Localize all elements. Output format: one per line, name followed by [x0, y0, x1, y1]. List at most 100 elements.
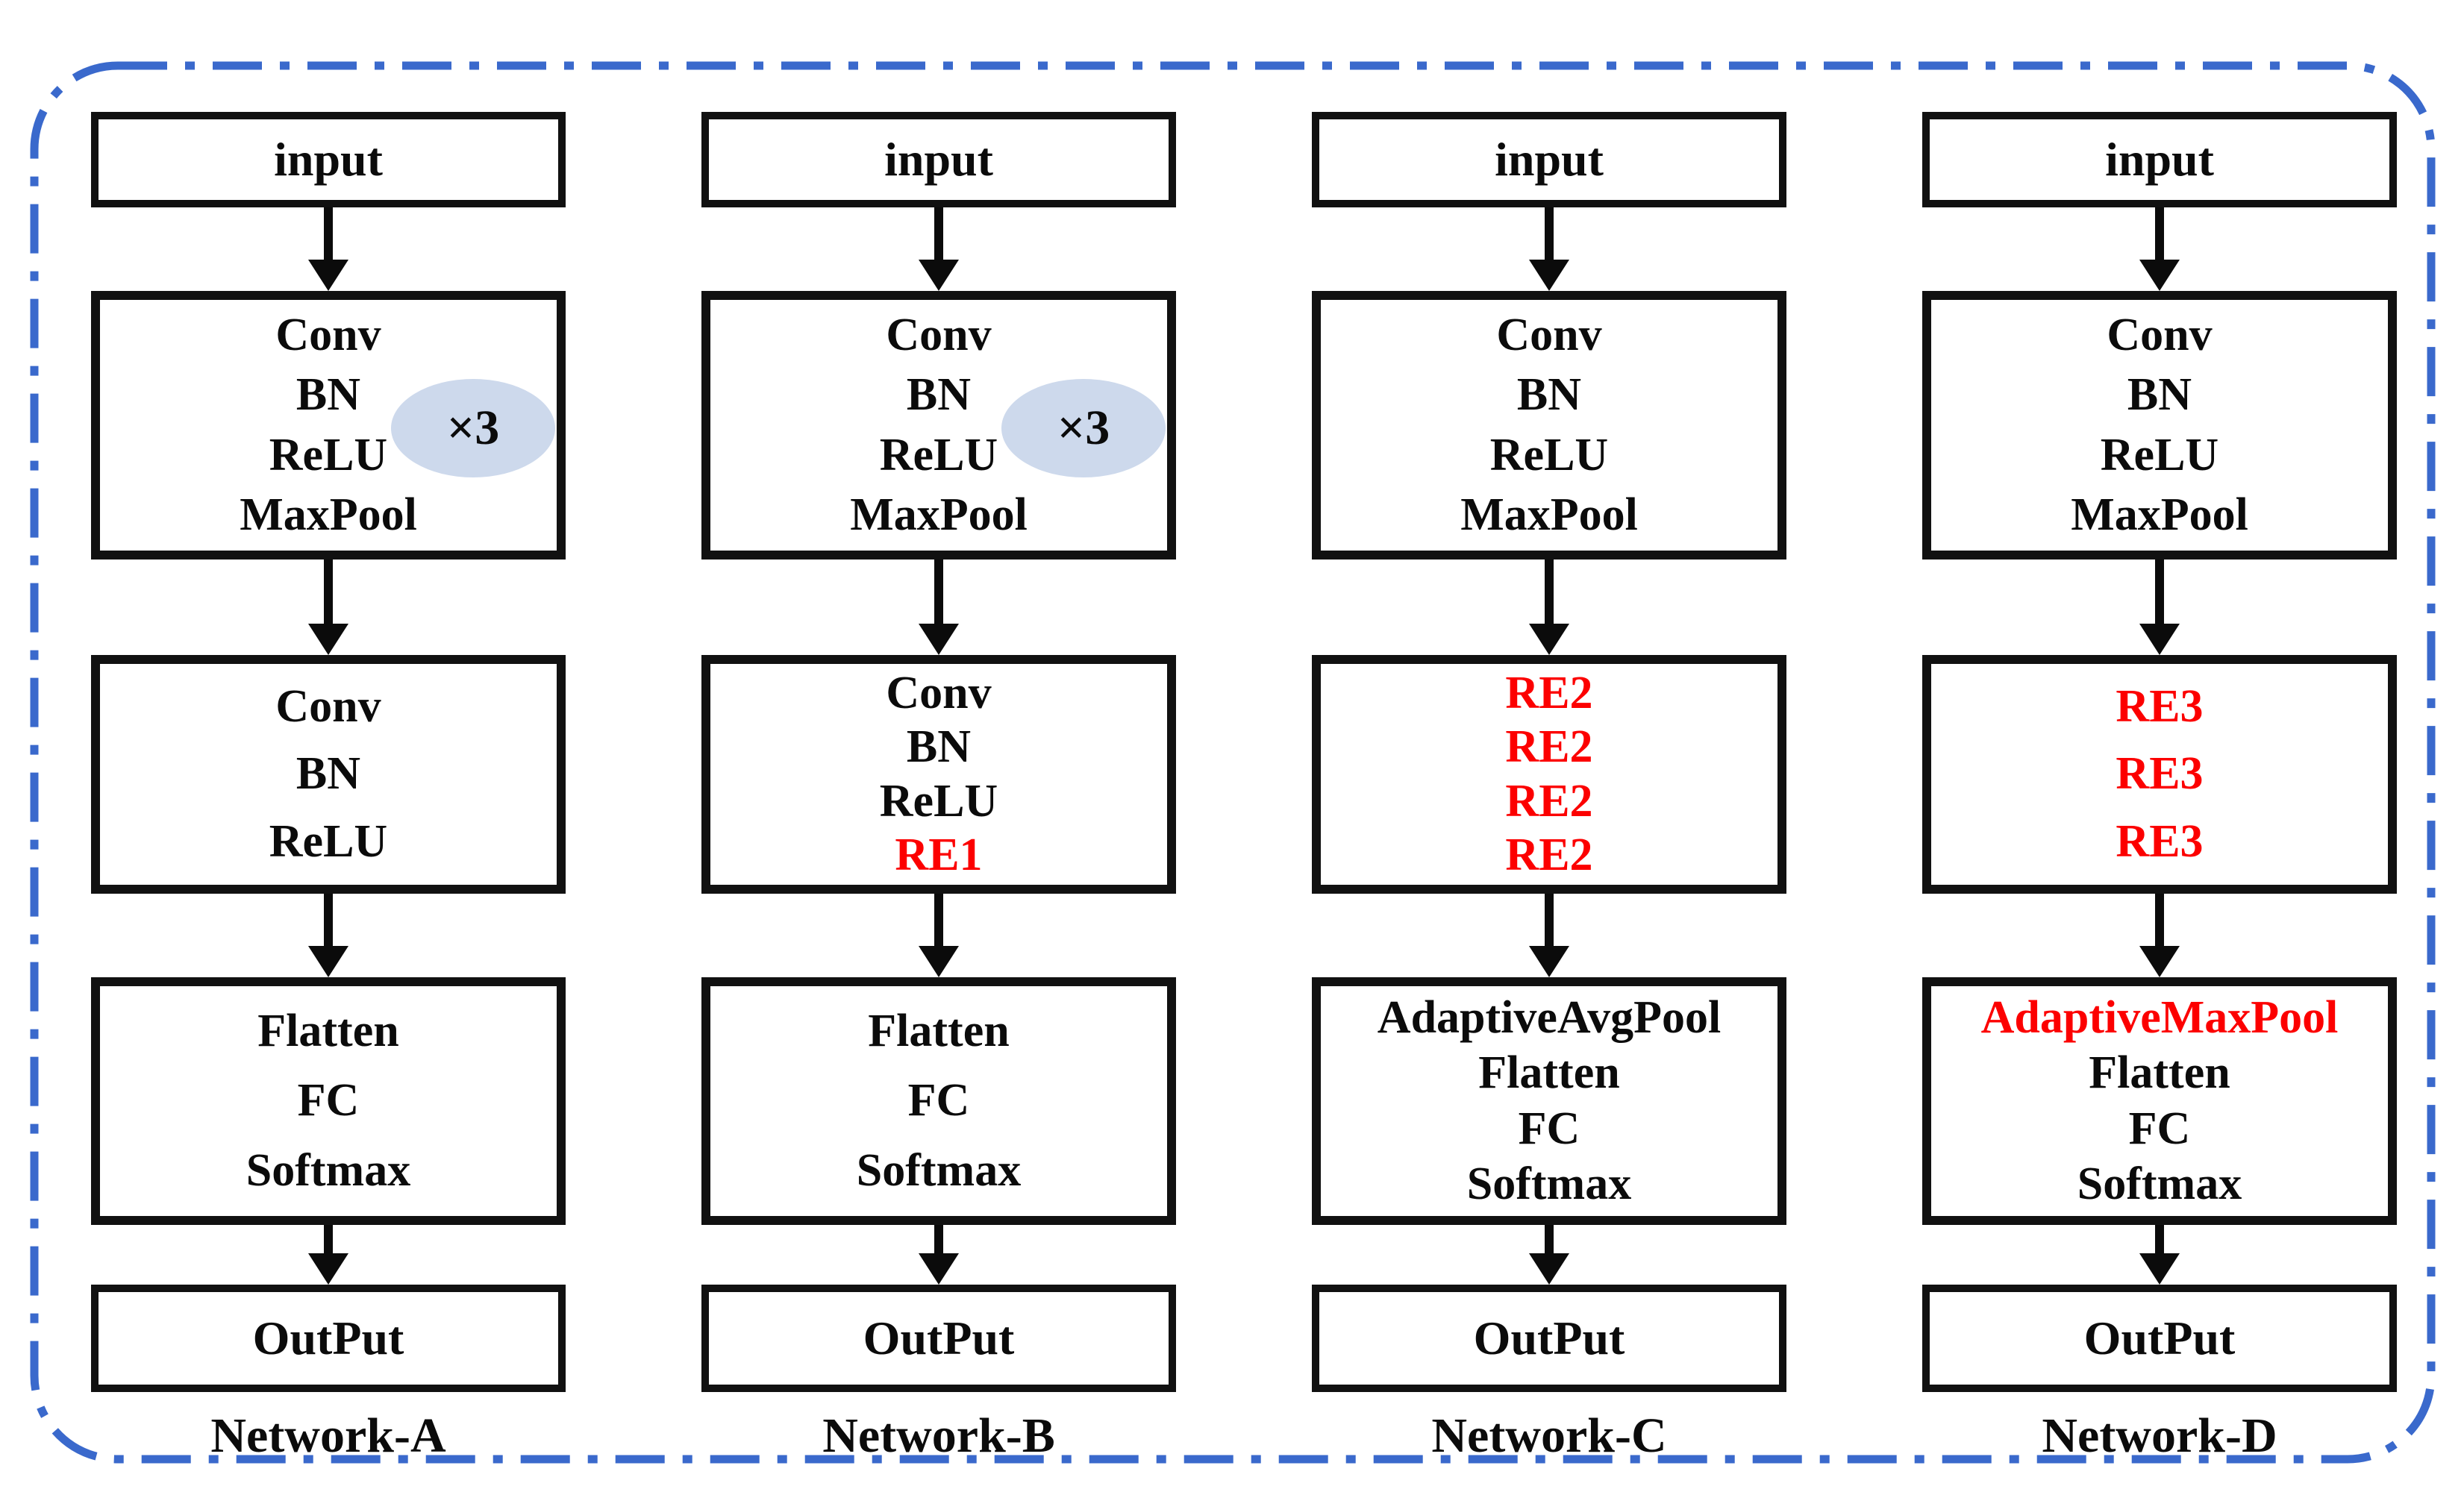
frame-rect — [30, 61, 2436, 1464]
block-line: ReLU — [269, 815, 388, 867]
arrow-shaft — [2155, 560, 2164, 624]
down-arrow — [2137, 894, 2182, 977]
arrow-head — [919, 946, 959, 977]
block-line: Conv — [1496, 310, 1602, 361]
block-line-re2: RE2 — [1505, 721, 1593, 773]
arrow-shaft — [1545, 894, 1554, 946]
arrow-head — [1529, 1253, 1569, 1285]
network-d-column: input Conv BN ReLU MaxPool RE3 RE3 RE3 A… — [1922, 112, 2397, 1461]
network-name-label: Network-B — [822, 1408, 1055, 1463]
down-arrow — [306, 207, 351, 291]
block-line: BN — [2127, 369, 2192, 421]
down-arrow — [1527, 1225, 1572, 1285]
arrow-head — [919, 624, 959, 655]
re3-block: RE3 RE3 RE3 — [1922, 655, 2397, 894]
down-arrow — [916, 894, 961, 977]
block-line-re3: RE3 — [2116, 748, 2204, 800]
classifier-block: AdaptiveMaxPool Flatten FC Softmax — [1922, 977, 2397, 1225]
conv-bn-relu-block: Conv BN ReLU — [91, 655, 566, 894]
arrow-head — [919, 260, 959, 291]
block-line: BN — [1516, 369, 1582, 421]
arrow-head — [2139, 1253, 2180, 1285]
down-arrow — [916, 560, 961, 655]
arrow-head — [1529, 946, 1569, 977]
block-line: MaxPool — [2071, 489, 2248, 540]
arrow-head — [308, 260, 348, 291]
block-line: BN — [296, 748, 361, 800]
classifier-block: Flatten FC Softmax — [701, 977, 1176, 1225]
arrow-shaft — [2155, 1225, 2164, 1253]
block-line: FC — [1518, 1103, 1580, 1154]
network-columns: input ×3 Conv BN ReLU MaxPool Conv BN Re… — [91, 112, 2397, 1461]
block-line: ReLU — [269, 429, 388, 480]
conv-bn-relu-maxpool-block: ×3 Conv BN ReLU MaxPool — [91, 291, 566, 560]
down-arrow — [306, 1225, 351, 1285]
arrow-head — [919, 1253, 959, 1285]
down-arrow — [1527, 207, 1572, 291]
times3-ellipse: ×3 — [391, 379, 555, 477]
arrow-head — [1529, 624, 1569, 655]
network-c-column: input Conv BN ReLU MaxPool RE2 RE2 RE2 R… — [1312, 112, 1786, 1461]
block-line: Softmax — [856, 1144, 1022, 1196]
network-b-column: input ×3 Conv BN ReLU MaxPool Conv BN Re… — [701, 112, 1176, 1461]
output-label: OutPut — [252, 1311, 404, 1364]
block-line: MaxPool — [240, 489, 417, 540]
re2-block: RE2 RE2 RE2 RE2 — [1312, 655, 1786, 894]
block-line: AdaptiveAvgPool — [1377, 991, 1722, 1043]
down-arrow — [2137, 560, 2182, 655]
conv-bn-relu-maxpool-block: ×3 Conv BN ReLU MaxPool — [701, 291, 1176, 560]
arrow-shaft — [934, 207, 943, 260]
arrow-shaft — [324, 560, 333, 624]
block-line: FC — [297, 1075, 360, 1126]
output-box: OutPut — [1312, 1285, 1786, 1392]
conv-bn-relu-re1-block: Conv BN ReLU RE1 — [701, 655, 1176, 894]
times3-label: ×3 — [446, 401, 500, 455]
block-line: Flatten — [1478, 1047, 1620, 1099]
output-box: OutPut — [1922, 1285, 2397, 1392]
output-box: OutPut — [91, 1285, 566, 1392]
input-box: input — [701, 112, 1176, 207]
block-line: Conv — [275, 310, 381, 361]
arrow-head — [2139, 260, 2180, 291]
arrow-head — [308, 624, 348, 655]
input-label: input — [2105, 133, 2214, 186]
down-arrow — [2137, 1225, 2182, 1285]
arrow-shaft — [1545, 560, 1554, 624]
arrow-shaft — [2155, 894, 2164, 946]
arrow-head — [2139, 624, 2180, 655]
classifier-block: Flatten FC Softmax — [91, 977, 566, 1225]
input-label: input — [884, 133, 993, 186]
block-line: Softmax — [1466, 1159, 1632, 1210]
block-line: ReLU — [879, 429, 998, 480]
down-arrow — [916, 1225, 961, 1285]
block-line-re3: RE3 — [2116, 815, 2204, 867]
input-label: input — [274, 133, 383, 186]
network-a-column: input ×3 Conv BN ReLU MaxPool Conv BN Re… — [91, 112, 566, 1461]
arrow-shaft — [2155, 207, 2164, 260]
block-line: ReLU — [2100, 429, 2219, 480]
block-line: MaxPool — [850, 489, 1028, 540]
output-label: OutPut — [2083, 1311, 2236, 1364]
block-line-re1: RE1 — [895, 829, 983, 880]
down-arrow — [916, 207, 961, 291]
block-line: FC — [2128, 1103, 2191, 1154]
down-arrow — [2137, 207, 2182, 291]
block-line: FC — [907, 1075, 970, 1126]
arrow-head — [1529, 260, 1569, 291]
network-name-label: Network-D — [2042, 1408, 2277, 1463]
times3-ellipse: ×3 — [1001, 379, 1166, 477]
block-line: Softmax — [246, 1144, 411, 1196]
arrow-shaft — [934, 560, 943, 624]
block-line: Flatten — [868, 1006, 1010, 1057]
down-arrow — [1527, 894, 1572, 977]
block-line-re3: RE3 — [2116, 681, 2204, 733]
block-line: MaxPool — [1460, 489, 1638, 540]
input-box: input — [1922, 112, 2397, 207]
arrow-shaft — [934, 1225, 943, 1253]
arrow-shaft — [324, 207, 333, 260]
arrow-shaft — [934, 894, 943, 946]
block-line: Conv — [275, 681, 381, 733]
block-line: Softmax — [2077, 1159, 2242, 1210]
block-line: Flatten — [257, 1006, 399, 1057]
